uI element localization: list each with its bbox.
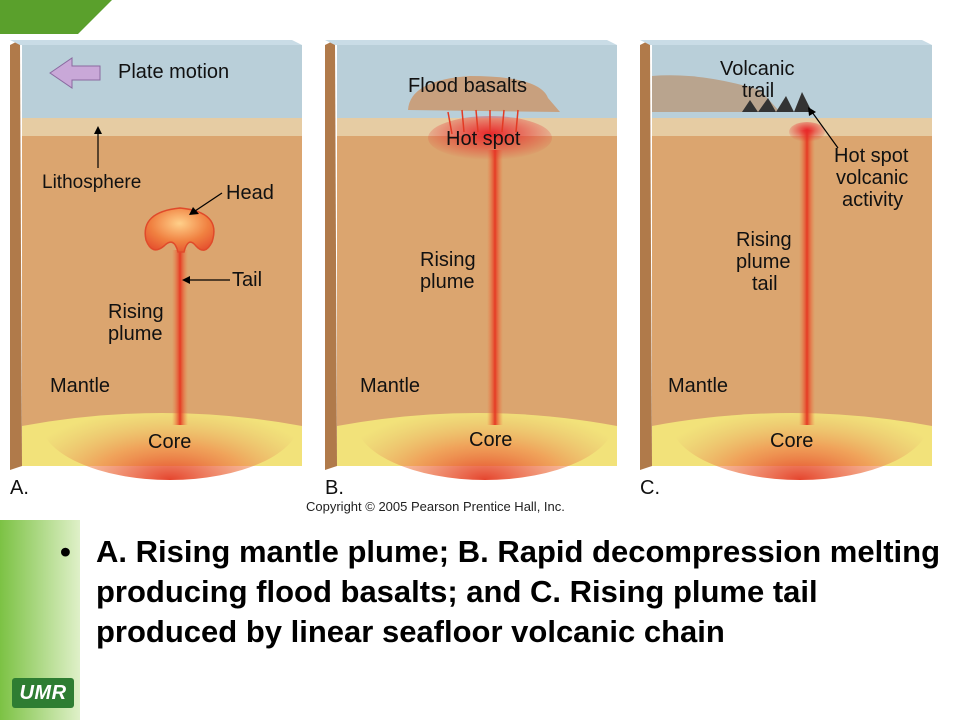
- hot-spot: [428, 116, 552, 160]
- copyright-notice: Copyright © 2005 Pearson Prentice Hall, …: [306, 499, 565, 514]
- flood-basalt-mound: [408, 76, 560, 112]
- caption-text: A. Rising mantle plume; B. Rapid decompr…: [96, 534, 941, 649]
- label-head: Head: [226, 182, 274, 204]
- mantle-plume-figure: Plate motion Lithosphere Head Tail Risin…: [10, 40, 932, 499]
- plume-tail: [172, 250, 188, 425]
- hot-spot: [789, 122, 825, 142]
- label-activity: activity: [842, 189, 903, 211]
- label-core: Core: [148, 431, 191, 453]
- label-rising: Rising: [420, 249, 476, 271]
- panel-b: Flood basalts Hot spot Rising plume Mant…: [325, 40, 617, 499]
- label-core: Core: [469, 429, 512, 451]
- label-flood-basalts: Flood basalts: [408, 75, 527, 97]
- label-hot-spot: Hot spot: [446, 128, 521, 150]
- label-plume: plume: [420, 271, 474, 293]
- label-hot-spot: Hot spot: [834, 145, 909, 167]
- label-mantle: Mantle: [668, 375, 728, 397]
- plate-motion-arrow-icon: [49, 57, 101, 89]
- panel-c: Volcanic trail Hot spot volcanic activit…: [640, 40, 932, 499]
- lithosphere-layer: [22, 118, 302, 136]
- label-plume: plume: [736, 251, 790, 273]
- plume-tail: [487, 150, 503, 425]
- panel-letter-c: C.: [640, 477, 660, 499]
- label-rising: Rising: [736, 229, 792, 251]
- feeder-dikes: [447, 109, 519, 135]
- caption: • A. Rising mantle plume; B. Rapid decom…: [60, 532, 940, 652]
- old-basalt-plateau: [652, 75, 780, 112]
- panel-a: Plate motion Lithosphere Head Tail Risin…: [10, 40, 302, 499]
- label-tail: tail: [752, 273, 778, 295]
- label-plate-motion: Plate motion: [118, 61, 229, 83]
- plume-tail: [799, 130, 815, 425]
- label-lithosphere: Lithosphere: [42, 172, 141, 193]
- corner-accent: [0, 0, 112, 34]
- label-plume: plume: [108, 323, 162, 345]
- umr-logo: UMR: [12, 678, 74, 708]
- label-trail: trail: [742, 80, 774, 102]
- label-tail: Tail: [232, 269, 262, 291]
- panel-letter-b: B.: [325, 477, 344, 499]
- bullet: •: [60, 534, 71, 569]
- label-volcanic-2: volcanic: [836, 167, 908, 189]
- label-mantle: Mantle: [50, 375, 110, 397]
- volcanic-trail-islands: [742, 92, 812, 112]
- label-volcanic: Volcanic: [720, 58, 795, 80]
- label-mantle: Mantle: [360, 375, 420, 397]
- plume-head: [144, 207, 215, 253]
- label-core: Core: [770, 430, 813, 452]
- ocean-surface: [22, 45, 302, 123]
- panel-letter-a: A.: [10, 477, 29, 499]
- label-rising: Rising: [108, 301, 164, 323]
